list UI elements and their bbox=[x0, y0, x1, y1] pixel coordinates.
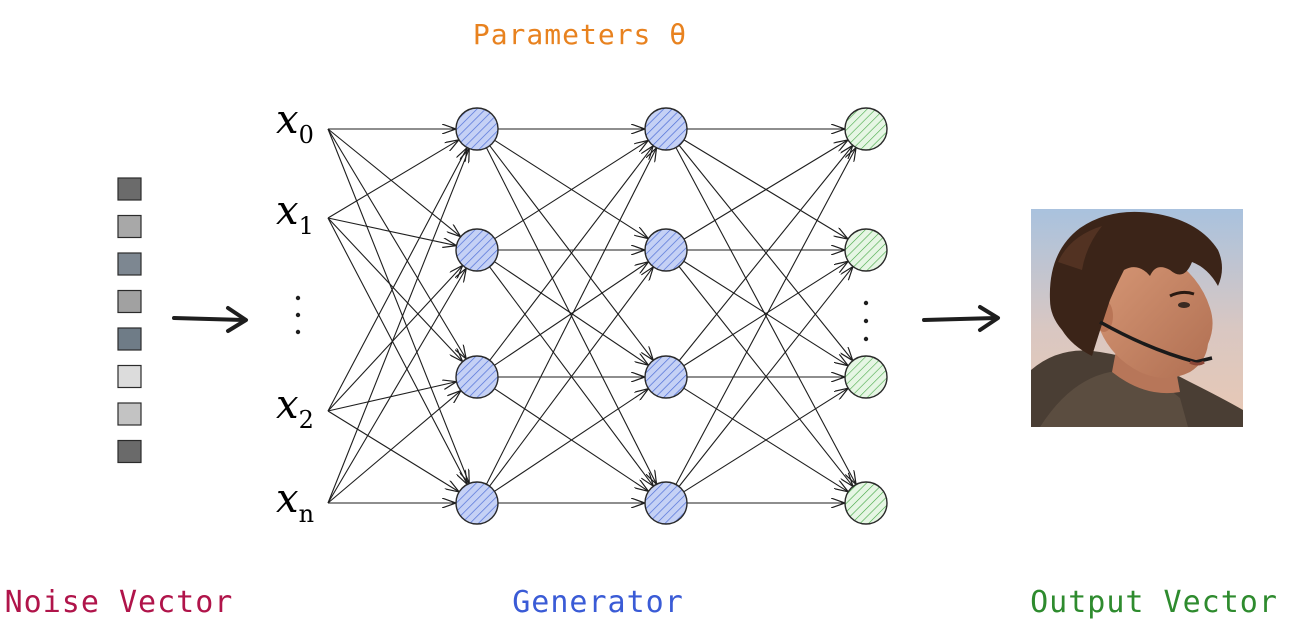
network-edge bbox=[327, 382, 456, 412]
network-edge bbox=[485, 149, 656, 485]
network-edge bbox=[683, 389, 848, 493]
noise-cell bbox=[117, 327, 142, 351]
output-node bbox=[844, 481, 888, 525]
input-label-x1: x1 bbox=[276, 188, 314, 240]
hidden-node bbox=[455, 481, 499, 525]
hidden-node bbox=[644, 228, 688, 272]
input-ellipsis bbox=[295, 295, 301, 335]
noise-cell bbox=[117, 177, 142, 201]
input-label-x2: x2 bbox=[276, 382, 314, 434]
hidden-node bbox=[644, 355, 688, 399]
output-vector-caption: Output Vector bbox=[1030, 585, 1278, 620]
network-edge bbox=[683, 262, 848, 367]
network-edge bbox=[494, 141, 648, 240]
hidden-node bbox=[455, 355, 499, 399]
noise-cell bbox=[117, 252, 142, 276]
input-arrow-icon bbox=[172, 306, 248, 333]
network-edge bbox=[327, 269, 466, 504]
output-arrow-icon bbox=[922, 305, 1000, 332]
generator-caption: Generator bbox=[512, 585, 684, 620]
hidden-node bbox=[455, 228, 499, 272]
hidden-node bbox=[455, 107, 499, 151]
input-label-x0: x0 bbox=[276, 97, 314, 149]
output-node bbox=[844, 228, 888, 272]
output-node bbox=[844, 355, 888, 399]
network-edges bbox=[327, 128, 856, 504]
noise-cell bbox=[117, 402, 142, 426]
network-edge bbox=[683, 140, 847, 240]
noise-vector-caption: Noise Vector bbox=[5, 585, 234, 620]
input-label-xn: xn bbox=[276, 476, 314, 528]
network-edge bbox=[327, 266, 462, 412]
network-edge bbox=[327, 149, 467, 412]
network-edge bbox=[327, 128, 469, 483]
portrait-photo-icon bbox=[1031, 209, 1243, 427]
network-edge bbox=[327, 391, 460, 504]
network-edge bbox=[675, 148, 856, 485]
network-edge bbox=[327, 217, 456, 245]
noise-vector bbox=[117, 177, 142, 464]
output-ellipsis bbox=[863, 300, 869, 342]
parameters-title: Parameters θ bbox=[473, 18, 687, 51]
hidden-node bbox=[644, 481, 688, 525]
network-edge bbox=[489, 147, 653, 361]
noise-cell bbox=[117, 214, 142, 239]
hidden-node bbox=[644, 107, 688, 151]
network-edge bbox=[327, 128, 466, 358]
network-nodes bbox=[455, 107, 888, 525]
network-edge bbox=[327, 410, 458, 491]
network-edge bbox=[678, 267, 852, 487]
noise-cell bbox=[117, 289, 142, 314]
noise-cell bbox=[117, 439, 142, 464]
network-edge bbox=[327, 217, 467, 484]
network-edge bbox=[494, 389, 647, 492]
network-edge bbox=[327, 149, 469, 504]
network-edge bbox=[489, 268, 653, 487]
network-edge bbox=[327, 140, 458, 219]
output-node bbox=[844, 107, 888, 151]
network-edge bbox=[327, 217, 462, 361]
network-edge bbox=[494, 262, 647, 366]
input-labels: x0 x1 x2 xn bbox=[276, 97, 314, 528]
network-edge bbox=[678, 146, 852, 361]
network-edge bbox=[327, 128, 460, 236]
noise-cell bbox=[117, 364, 142, 389]
